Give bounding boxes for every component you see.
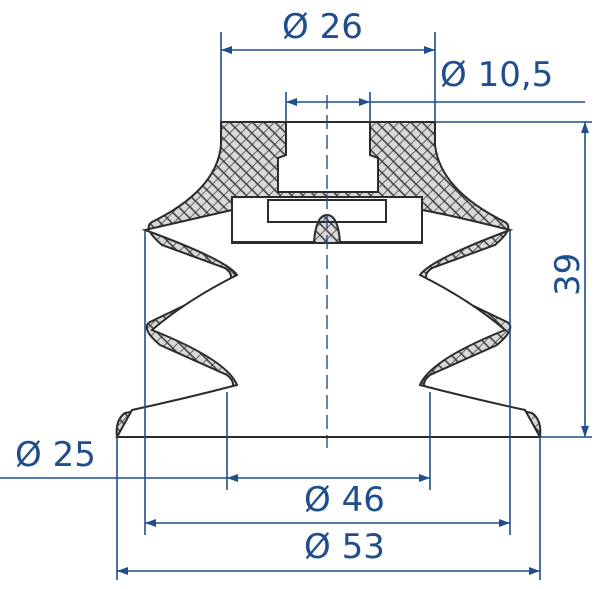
arrow-bottom-inner-left	[227, 474, 238, 482]
label-top-hole-diameter: Ø 10,5	[440, 55, 553, 95]
label-middle-diameter: Ø 46	[304, 480, 385, 520]
arrow-height-top	[581, 122, 589, 133]
label-height: 39	[548, 253, 588, 296]
arrow-overall-left	[117, 567, 128, 575]
arrow-top-hole-right	[359, 98, 370, 106]
arrow-top-outer-right	[424, 46, 435, 54]
label-top-outer-diameter: Ø 26	[282, 7, 363, 47]
arrow-top-outer-left	[221, 46, 232, 54]
insert-step	[267, 199, 387, 223]
arrow-overall-right	[529, 567, 540, 575]
arrow-height-bottom	[581, 426, 589, 437]
arrow-top-hole-left	[286, 98, 297, 106]
arrow-bottom-inner-right	[419, 474, 430, 482]
arrow-middle-left	[145, 519, 156, 527]
label-overall-diameter: Ø 53	[304, 527, 385, 567]
inner-cavity	[115, 208, 542, 438]
arrow-middle-right	[499, 519, 510, 527]
center-bore	[277, 121, 379, 193]
label-bottom-inner-diameter: Ø 25	[15, 435, 96, 475]
